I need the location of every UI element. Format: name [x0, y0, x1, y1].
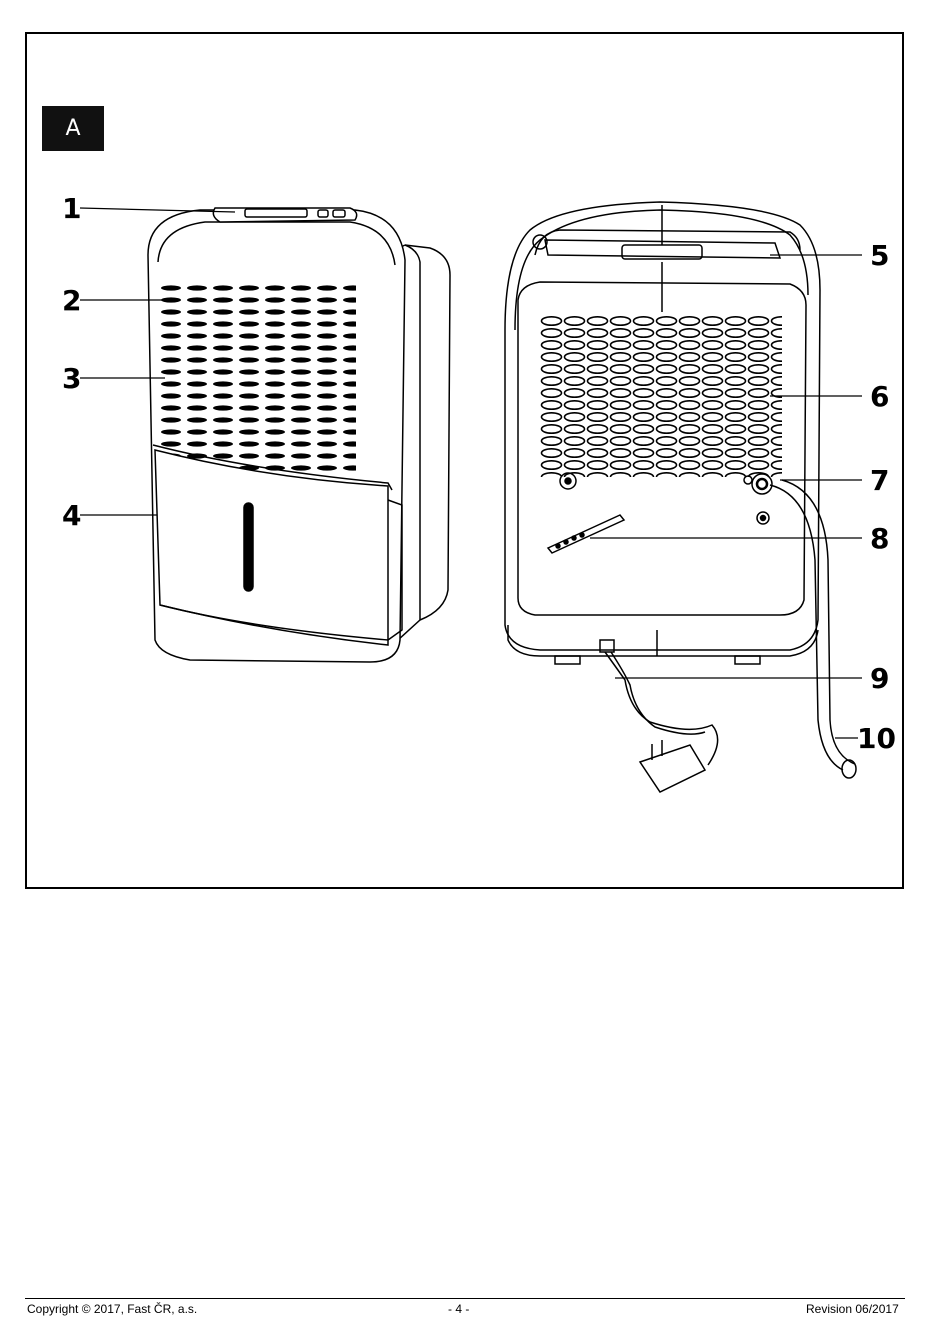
callout-6: 6: [870, 383, 889, 411]
callout-4: 4: [62, 502, 81, 530]
revision-date: 06/2017: [855, 1302, 898, 1316]
callout-9: 9: [870, 665, 889, 693]
callout-10: 10: [857, 725, 896, 753]
callout-1: 1: [62, 195, 81, 223]
footer-copyright: Copyright © 2017, Fast ČR, a.s.: [27, 1302, 197, 1316]
callout-2: 2: [62, 287, 81, 315]
back-unit: [505, 202, 856, 792]
callout-7: 7: [870, 467, 889, 495]
footer-revision: Revision 06/2017: [806, 1302, 899, 1316]
callout-3: 3: [62, 365, 81, 393]
revision-label: Revision: [806, 1302, 852, 1316]
callout-5: 5: [870, 242, 889, 270]
front-unit: [148, 208, 450, 662]
callout-8: 8: [870, 525, 889, 553]
footer-divider: [25, 1298, 905, 1299]
dehumidifier-illustration: [0, 0, 933, 900]
footer-page-number: - 4 -: [448, 1302, 469, 1316]
